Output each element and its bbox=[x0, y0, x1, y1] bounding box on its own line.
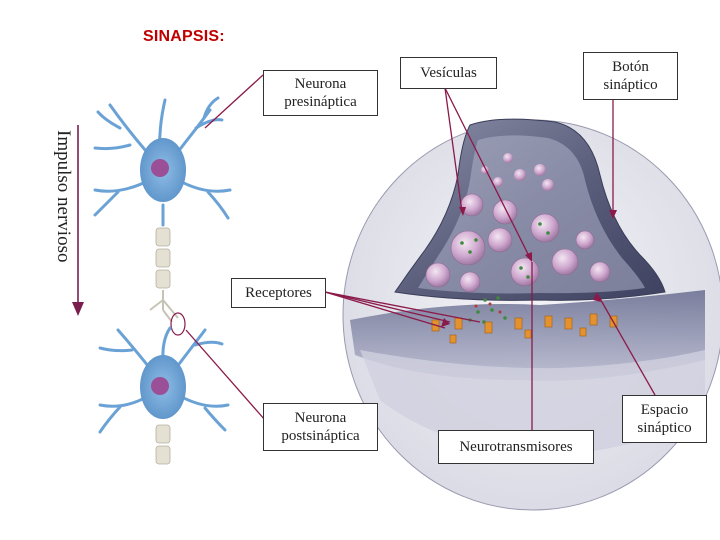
label-neurotransmitters-text: Neurotransmisores bbox=[459, 439, 573, 455]
label-synaptic-space-text: Espacio sináptico bbox=[637, 402, 692, 436]
label-neurotransmitters: Neurotransmisores bbox=[438, 430, 594, 464]
presynaptic-nucleus bbox=[151, 159, 169, 177]
label-receptors-text: Receptores bbox=[245, 285, 312, 301]
label-postsynaptic: Neurona postsináptica bbox=[263, 403, 378, 451]
label-synaptic-space: Espacio sináptico bbox=[622, 395, 707, 443]
diagram-title: SINAPSIS: bbox=[143, 28, 225, 45]
postsynaptic-neuron bbox=[98, 326, 230, 434]
label-presynaptic-text: Neurona presináptica bbox=[284, 76, 357, 110]
label-postsynaptic-text: Neurona postsináptica bbox=[281, 410, 360, 444]
label-synaptic-button: Botón sináptico bbox=[583, 52, 678, 100]
synapse-highlight bbox=[170, 312, 186, 336]
small-vesicles bbox=[481, 153, 554, 191]
label-vesicles-text: Vesículas bbox=[420, 65, 477, 81]
axon bbox=[155, 227, 171, 289]
label-vesicles: Vesículas bbox=[400, 57, 497, 89]
postsynaptic-nucleus bbox=[151, 377, 169, 395]
label-synaptic-button-text: Botón sináptico bbox=[603, 59, 658, 93]
impulse-arrowhead bbox=[72, 302, 84, 316]
neurotransmitter-dots bbox=[460, 222, 550, 324]
label-receptors: Receptores bbox=[231, 278, 326, 308]
impulse-label: Impulso nervioso bbox=[53, 130, 74, 263]
label-presynaptic: Neurona presináptica bbox=[263, 70, 378, 116]
